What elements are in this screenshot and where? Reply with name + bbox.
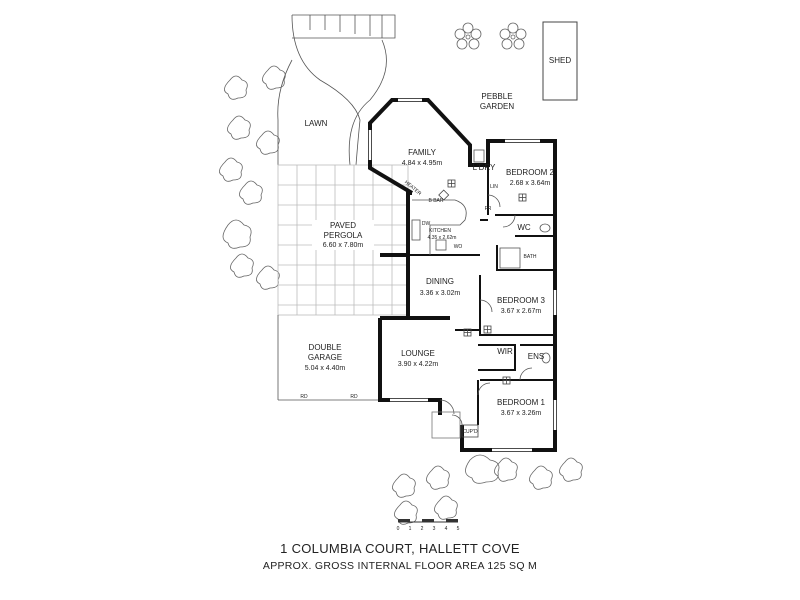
pergola-label-1: PAVED	[330, 221, 356, 230]
steps	[292, 14, 396, 39]
family-dim: 4.84 x 4.95m	[402, 160, 443, 167]
bedroom1-dim: 3.67 x 3.26m	[501, 410, 542, 417]
bedroom3-label: BEDROOM 3	[497, 296, 546, 305]
shed	[542, 21, 578, 101]
bedroom2-label: BEDROOM 2	[506, 168, 555, 177]
lawn-edge	[348, 39, 387, 166]
shrub-icons-bottom	[392, 454, 583, 525]
lounge-label: LOUNGE	[401, 349, 435, 358]
fridge-label: FR	[485, 206, 492, 212]
garage-label-2: GARAGE	[308, 353, 342, 362]
scale-tick-3: 3	[433, 526, 436, 532]
bath-tub	[499, 247, 521, 269]
ensuite-label: ENS	[528, 352, 544, 361]
bedroom2-dim: 2.68 x 3.64m	[510, 180, 551, 187]
scale-tick-0: 0	[397, 526, 400, 532]
lawn-label: LAWN	[305, 119, 328, 128]
entry-step	[431, 411, 461, 439]
wc-label: WC	[517, 223, 531, 232]
shrub-icons	[219, 65, 286, 290]
flower-icon	[454, 22, 482, 50]
windows	[368, 98, 557, 452]
scale-tick-5: 5	[457, 526, 460, 532]
kitchen-dim: 4.35 x 2.62m	[428, 235, 457, 241]
wall-oven-label: WO	[454, 244, 463, 250]
lawn-boundary	[277, 59, 293, 165]
kitchen-label: KITCHEN	[429, 228, 451, 234]
bedroom3-dim: 3.67 x 2.67m	[501, 308, 542, 315]
cooktop	[435, 239, 447, 251]
scale-tick-1: 1	[409, 526, 412, 532]
breakfast-bar-label: B BAR	[428, 198, 443, 204]
ensuite-toilet-icon	[541, 352, 551, 364]
garden-path	[291, 14, 361, 166]
dining-label: DINING	[426, 277, 454, 286]
rd-label-2: RD	[350, 394, 358, 400]
dining-dim: 3.36 x 3.02m	[420, 290, 461, 297]
rd-label-1: RD	[300, 394, 308, 400]
garage	[277, 315, 378, 401]
wir-label: WIR	[497, 347, 513, 356]
scale-tick-2: 2	[421, 526, 424, 532]
bath-label: BATH	[524, 254, 537, 260]
cupboard	[461, 424, 479, 438]
sink	[411, 219, 421, 241]
flower-icon	[499, 22, 527, 50]
dishwasher-label: DW	[422, 221, 431, 227]
scale-tick-4: 4	[445, 526, 448, 532]
scale-bar: 0 1 2 3 4 5	[397, 519, 460, 532]
kitchen-bench	[412, 199, 467, 255]
laundry-label: L'DRY	[473, 163, 496, 172]
garage-label-1: DOUBLE	[309, 343, 342, 352]
bedroom1-label: BEDROOM 1	[497, 398, 546, 407]
lounge-dim: 3.90 x 4.22m	[398, 361, 439, 368]
family-label: FAMILY	[408, 148, 437, 157]
address-caption: 1 COLUMBIA COURT, HALLETT COVE	[280, 541, 520, 556]
toilet-icon	[539, 223, 551, 233]
laundry-tub	[473, 149, 485, 163]
pergola-dim: 6.60 x 7.80m	[323, 242, 364, 249]
shed-label: SHED	[549, 56, 571, 65]
linen-label: LIN	[490, 184, 498, 190]
pergola-label-2: PERGOLA	[324, 231, 363, 240]
floor-area-caption: APPROX. GROSS INTERNAL FLOOR AREA 125 SQ…	[262, 560, 538, 572]
power-point-icons	[438, 179, 527, 385]
garage-dim: 5.04 x 4.40m	[305, 365, 346, 372]
cupboard-label: CUP'D	[462, 429, 478, 435]
pebble-label-2: GARDEN	[480, 102, 514, 111]
pebble-label-1: PEBBLE	[481, 92, 512, 101]
